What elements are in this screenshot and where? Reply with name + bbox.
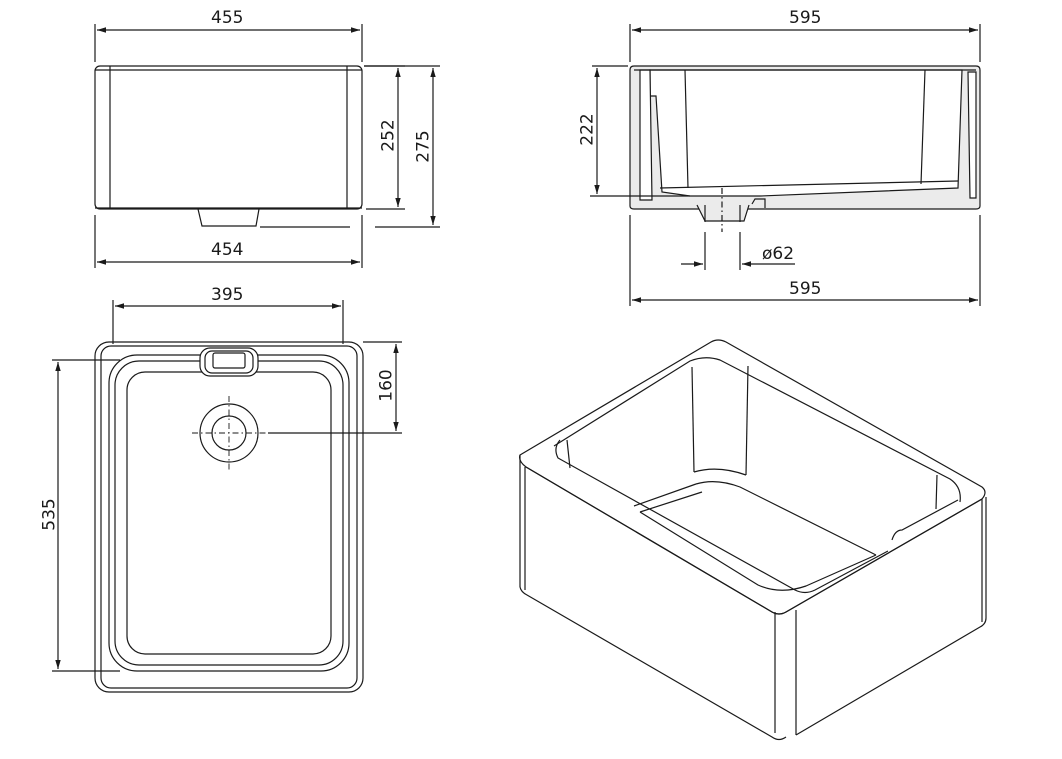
front-overall-height-label: 275 (413, 130, 434, 163)
side-width-bottom-label: 595 (789, 279, 822, 299)
front-elevation-view (94, 24, 440, 268)
waste-diameter-label: ø62 (762, 244, 795, 264)
side-section-view (590, 24, 981, 306)
plan-waste-offset-label: 160 (376, 369, 397, 402)
plan-length-label: 535 (39, 498, 60, 531)
side-depth-label: 222 (577, 113, 598, 146)
isometric-view (519, 339, 987, 741)
side-width-top-label: 595 (789, 8, 822, 28)
front-body-height-label: 252 (378, 119, 399, 152)
front-width-top-label: 455 (211, 8, 244, 28)
front-width-bottom-label: 454 (211, 240, 244, 260)
plan-view (52, 300, 402, 693)
plan-width-label: 395 (211, 285, 244, 305)
